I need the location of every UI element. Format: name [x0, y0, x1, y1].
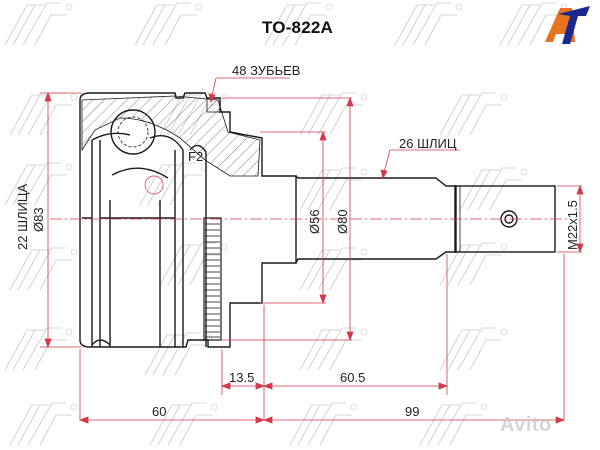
f2-reference-circle — [144, 175, 164, 195]
outer-splines-callout: 26 ШЛИЦ — [399, 136, 457, 151]
teeth-callout: 48 ЗУБЬЕВ — [232, 63, 301, 78]
joint-housing — [79, 92, 297, 348]
part-number-title: TO-822A — [262, 18, 334, 37]
ball-label-f2: F2 — [188, 149, 204, 164]
dimension-lines — [40, 77, 584, 424]
length-99-label: 99 — [405, 404, 420, 419]
outer-diameter-label: Ø83 — [31, 207, 46, 232]
inner-splines-label: 22 ШЛИЦА — [15, 183, 30, 250]
diameter-56-label: Ø56 — [307, 209, 322, 234]
length-60-label: 60 — [152, 404, 167, 419]
at-logo — [545, 6, 590, 44]
length-60-5-label: 60.5 — [340, 370, 366, 385]
thread-label: M22x1.5 — [565, 200, 580, 250]
avito-watermark: Avito — [500, 414, 552, 436]
length-13-5-label: 13.5 — [229, 370, 255, 385]
abs-ring-teeth — [205, 223, 220, 338]
diameter-80-label: Ø80 — [335, 209, 350, 234]
